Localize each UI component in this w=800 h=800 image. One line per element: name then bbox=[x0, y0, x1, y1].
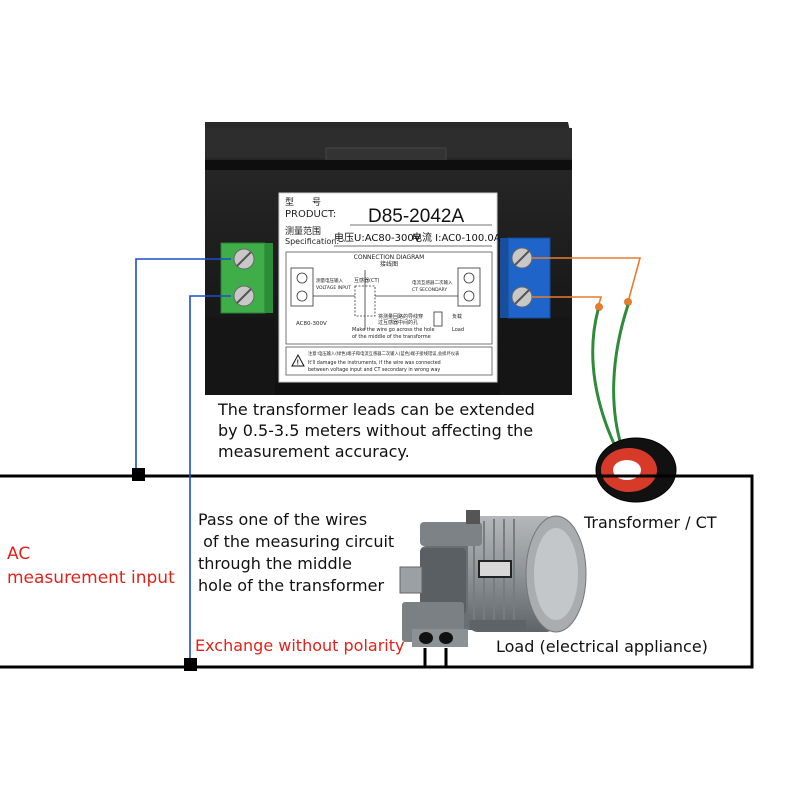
motor-icon bbox=[399, 510, 587, 647]
diagram-title: CONNECTION DIAGRAM bbox=[354, 254, 425, 261]
voltage-spec: 电压U:AC80-300V bbox=[334, 231, 421, 244]
product-label: 型 号 PRODUCT: D85-2042A 测量范围 Specificatio… bbox=[278, 192, 501, 383]
diagram-title-cn: 接线图 bbox=[380, 260, 398, 268]
load-cn: 负载 bbox=[452, 313, 462, 320]
ct-leads bbox=[591, 304, 630, 449]
warning-line-2: between voltage input and CT secondary i… bbox=[308, 367, 440, 373]
current-transformer bbox=[595, 437, 752, 503]
spec-label-en: Specification: bbox=[285, 237, 339, 246]
wire-note-cn-2: 过互感器中间的孔 bbox=[378, 319, 418, 326]
voltage-wires bbox=[135, 258, 231, 663]
circuit-lines bbox=[0, 474, 754, 669]
voltage-terminal bbox=[220, 242, 273, 314]
motor-terminal bbox=[439, 632, 453, 644]
ct-label: 互感器(CT) bbox=[354, 277, 379, 284]
warning-cn: 注意:电压输入(绿色)端子和电流互感器二次输入(蓝色)端子接线错误,会损坏仪表 bbox=[308, 350, 460, 357]
warning-line-1: It'll damage the instruments, if the wir… bbox=[308, 360, 441, 366]
junction-node-top bbox=[132, 468, 145, 481]
product-label-cn: 型 号 bbox=[285, 197, 321, 208]
ct-wire-end bbox=[595, 303, 603, 311]
motor-shaft-housing bbox=[420, 548, 466, 614]
wire-note-2: of the middle of the transforme bbox=[352, 334, 431, 340]
transformer-label: Transformer / CT bbox=[584, 513, 717, 532]
wire-note-cn-1: 将测量回路的导线穿 bbox=[378, 313, 423, 320]
voltage-input-cn: 测量电压输入 bbox=[316, 277, 343, 284]
no-polarity-label: Exchange without polarity bbox=[195, 636, 405, 655]
ct-secondary-cn: 电流互感器二次输入 bbox=[412, 279, 453, 286]
ct-terminal bbox=[500, 237, 551, 319]
motor-terminal bbox=[419, 632, 433, 644]
warning-icon bbox=[291, 353, 305, 367]
product-label-en: PRODUCT: bbox=[285, 209, 336, 220]
voltage-input-label: VOLTAGE INPUT bbox=[316, 285, 351, 291]
spec-label-cn: 测量范围 bbox=[285, 225, 321, 237]
junction-node-bottom bbox=[184, 658, 197, 671]
ac-input-label: AC measurement input bbox=[7, 544, 175, 588]
load-label: Load (electrical appliance) bbox=[496, 637, 708, 656]
svg-text:!: ! bbox=[297, 360, 299, 367]
ct-wire-end bbox=[624, 298, 632, 306]
load-label-small: Load bbox=[452, 327, 464, 333]
wire-note-1: Make the wire go across the hole bbox=[352, 327, 435, 333]
voltage-range: AC80-300V bbox=[296, 321, 327, 327]
current-spec: 电流 I:AC0-100.0A bbox=[412, 231, 501, 244]
ct-secondary-label: CT SECONDARY bbox=[412, 287, 447, 293]
pass-wire-note: Pass one of the wires of the measuring c… bbox=[198, 510, 395, 595]
model-number: D85-2042A bbox=[368, 206, 464, 227]
extension-note: The transformer leads can be extended by… bbox=[218, 400, 535, 461]
